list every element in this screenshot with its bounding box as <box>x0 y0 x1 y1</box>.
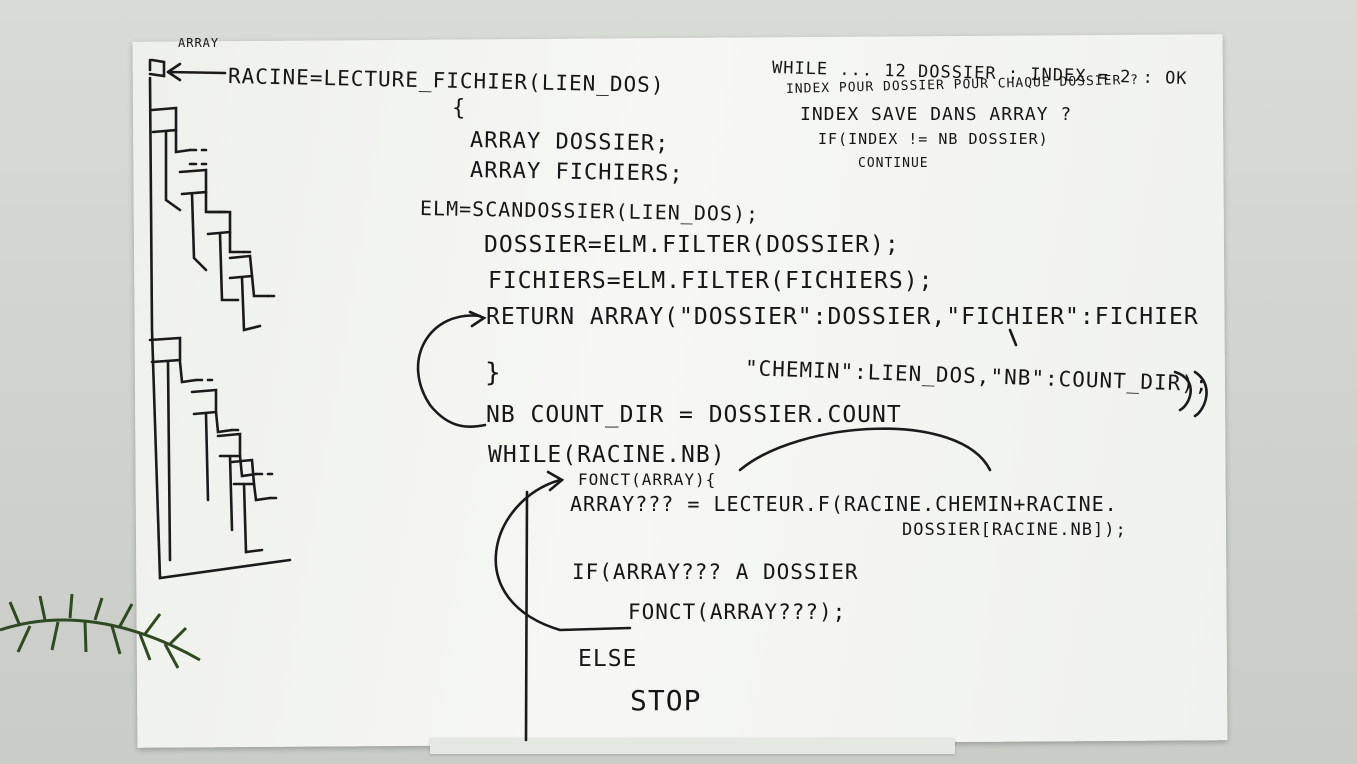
code-line-2: { <box>452 96 467 121</box>
whiteboard-tray <box>430 738 955 754</box>
code-line-15: DOSSIER[RACINE.NB]); <box>902 520 1127 540</box>
code-line-6: DOSSIER=ELM.FILTER(DOSSIER); <box>484 232 900 258</box>
code-line-19: STOP <box>630 684 702 717</box>
code-line-8: RETURN ARRAY("DOSSIER":DOSSIER,"FICHIER"… <box>486 304 1199 330</box>
code-line-3: ARRAY DOSSIER; <box>469 128 670 157</box>
code-line-4: ARRAY FICHIERS; <box>469 158 684 187</box>
tree-label: ARRAY <box>178 36 220 50</box>
code-line-11: NB COUNT_DIR = DOSSIER.COUNT <box>486 402 902 428</box>
code-line-12: WHILE(RACINE.NB) <box>488 442 726 468</box>
plant-leaves-photo <box>0 593 201 669</box>
code-line-13: FONCT(ARRAY){ <box>578 470 717 489</box>
code-line-10: } <box>485 358 502 388</box>
code-line-17: FONCT(ARRAY???); <box>628 600 847 624</box>
code-line-14: ARRAY??? = LECTEUR.F(RACINE.CHEMIN+RACIN… <box>570 492 1118 516</box>
code-line-7: FICHIERS=ELM.FILTER(FICHIERS); <box>488 268 934 294</box>
note-line-5: CONTINUE <box>858 156 929 171</box>
code-line-16: IF(ARRAY??? A DOSSIER <box>572 560 859 584</box>
note-line-4: IF(INDEX != NB DOSSIER) <box>818 130 1049 148</box>
note-line-3: INDEX SAVE DANS ARRAY ? <box>800 104 1073 125</box>
code-line-18: ELSE <box>578 646 638 672</box>
